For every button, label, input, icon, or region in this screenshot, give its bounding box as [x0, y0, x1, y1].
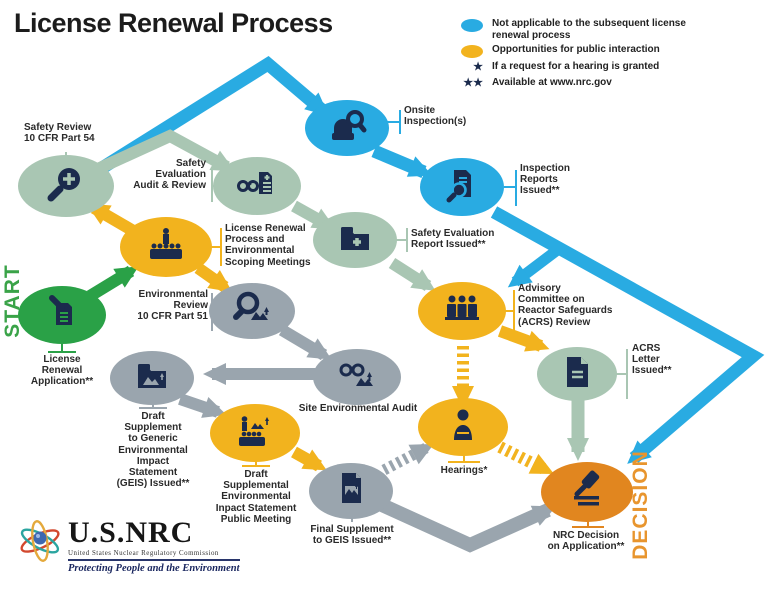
label-safety-eval-audit: Safety Evaluation Audit & Review — [133, 158, 206, 192]
label-hearings: Hearings* — [440, 465, 488, 476]
magnifier-tree-icon — [231, 289, 273, 334]
logo-subtitle: United States Nuclear Regulatory Commiss… — [68, 550, 240, 561]
folder-tree-icon — [132, 357, 172, 400]
label-nrc-decision: NRC Decision on Application** — [547, 530, 625, 553]
folder-plus-icon — [335, 218, 375, 263]
arrow-final-supplement-to-hearings-dashed — [381, 443, 434, 475]
magnifier-plus-icon — [46, 164, 86, 209]
yellow-oval-legend-icon — [461, 45, 483, 58]
arrow-application-to-meetings — [86, 265, 139, 302]
node-safety-review — [18, 155, 114, 217]
legend-label: Opportunities for public interaction — [492, 44, 660, 55]
legend-label: If a request for a hearing is granted — [492, 61, 660, 72]
node-license-renewal-application — [18, 286, 106, 344]
label-environmental-review: Environmental Review 10 CFR Part 51 — [137, 289, 208, 323]
glasses-document-icon — [236, 164, 278, 209]
arrow-blue-branch-to-acrs — [507, 243, 564, 288]
legend-item: Not applicable to the subsequent license… — [448, 18, 763, 41]
arrow-eval-report-to-acrs — [388, 257, 436, 292]
meeting-tree-icon — [234, 411, 276, 456]
glasses-tree-icon — [336, 355, 378, 400]
legend-item: Opportunities for public interaction — [448, 44, 763, 58]
label-safety-eval-report: Safety Evaluation Report Issued** — [411, 228, 495, 251]
node-draft-supplement-geis — [110, 351, 194, 405]
node-acrs-letter — [537, 347, 617, 401]
label-final-supplement-geis: Final Supplement to GEIS Issued** — [310, 524, 394, 547]
label-scoping-meetings: License Renewal Process and Environmenta… — [225, 223, 311, 268]
label-license-renewal-application: License Renewal Application** — [30, 354, 94, 388]
arrow-inspection-reports-to-nrc-decision — [490, 206, 765, 464]
committee-panel-icon — [441, 289, 483, 334]
node-scoping-meetings — [120, 217, 212, 277]
arrow-final-supplement-to-decision — [379, 498, 557, 553]
arrow-hearings-to-decision-dashed — [497, 441, 555, 476]
arrow-draft-geis-to-draft-meeting — [178, 393, 227, 418]
legend-item: ★ If a request for a hearing is granted — [448, 61, 763, 74]
arrow-env-review-to-site-audit — [278, 324, 332, 361]
nrc-logo: U.S.NRC United States Nuclear Regulatory… — [16, 518, 240, 574]
legend-label: Available at www.nrc.gov — [492, 77, 612, 88]
arrow-acrs-to-acrs-letter — [497, 325, 550, 352]
document-pen-icon — [42, 293, 82, 338]
letter-document-icon — [559, 353, 595, 396]
decision-label: DECISION — [629, 450, 652, 560]
logo-tagline: Protecting People and the Environment — [68, 563, 240, 574]
node-safety-eval-report — [313, 212, 397, 268]
label-draft-supplement-geis: Draft Supplement to Generic Environmenta… — [116, 411, 190, 490]
legend: Not applicable to the subsequent license… — [448, 18, 763, 93]
arrow-onsite-to-inspection-reports — [371, 145, 433, 178]
document-magnifier-icon — [442, 165, 482, 210]
label-site-environmental-audit: Site Environmental Audit — [298, 403, 418, 414]
legend-item: ★★ Available at www.nrc.gov — [448, 77, 763, 90]
page-title: License Renewal Process — [14, 8, 333, 38]
node-draft-supplemental-meeting — [210, 404, 300, 462]
label-safety-review: Safety Review 10 CFR Part 54 — [24, 122, 95, 145]
legend-label: Not applicable to the subsequent license… — [492, 18, 686, 41]
logo-brand: U.S.NRC — [68, 516, 194, 549]
arrow-draft-meeting-to-final-supplement — [291, 446, 327, 472]
arrow-safety-review-to-onsite-inspection — [82, 55, 329, 184]
node-safety-eval-audit — [213, 157, 301, 215]
arrow-meetings-to-env-review — [194, 263, 233, 293]
node-inspection-reports — [420, 158, 504, 216]
blue-oval-legend-icon — [461, 19, 483, 32]
label-onsite-inspection: Onsite Inspection(s) — [404, 105, 467, 128]
public-meeting-icon — [145, 225, 187, 270]
node-nrc-decision — [541, 462, 633, 522]
node-site-environmental-audit — [313, 349, 401, 405]
node-final-supplement-geis — [309, 463, 393, 519]
label-acrs-review: Advisory Committee on Reactor Safeguards… — [518, 283, 613, 328]
arrow-safety-review-to-audit — [75, 129, 235, 184]
label-draft-supplemental-meeting: Draft Supplemental Environmental Inpact … — [215, 469, 297, 525]
label-acrs-letter: ACRS Letter Issued** — [632, 343, 672, 377]
node-onsite-inspection — [305, 100, 389, 156]
node-hearings — [418, 398, 508, 456]
atom-icon — [16, 518, 64, 569]
person-icon — [443, 405, 483, 450]
start-label: START — [1, 264, 24, 338]
node-environmental-review — [209, 283, 295, 339]
star-icon: ★ — [473, 61, 483, 73]
document-mountain-icon — [332, 469, 370, 514]
node-acrs-review — [418, 282, 506, 340]
reactor-magnifier-icon — [327, 106, 367, 151]
double-star-icon: ★★ — [463, 77, 483, 89]
gavel-icon — [566, 469, 608, 516]
label-inspection-reports: Inspection Reports Issued** — [520, 163, 571, 197]
